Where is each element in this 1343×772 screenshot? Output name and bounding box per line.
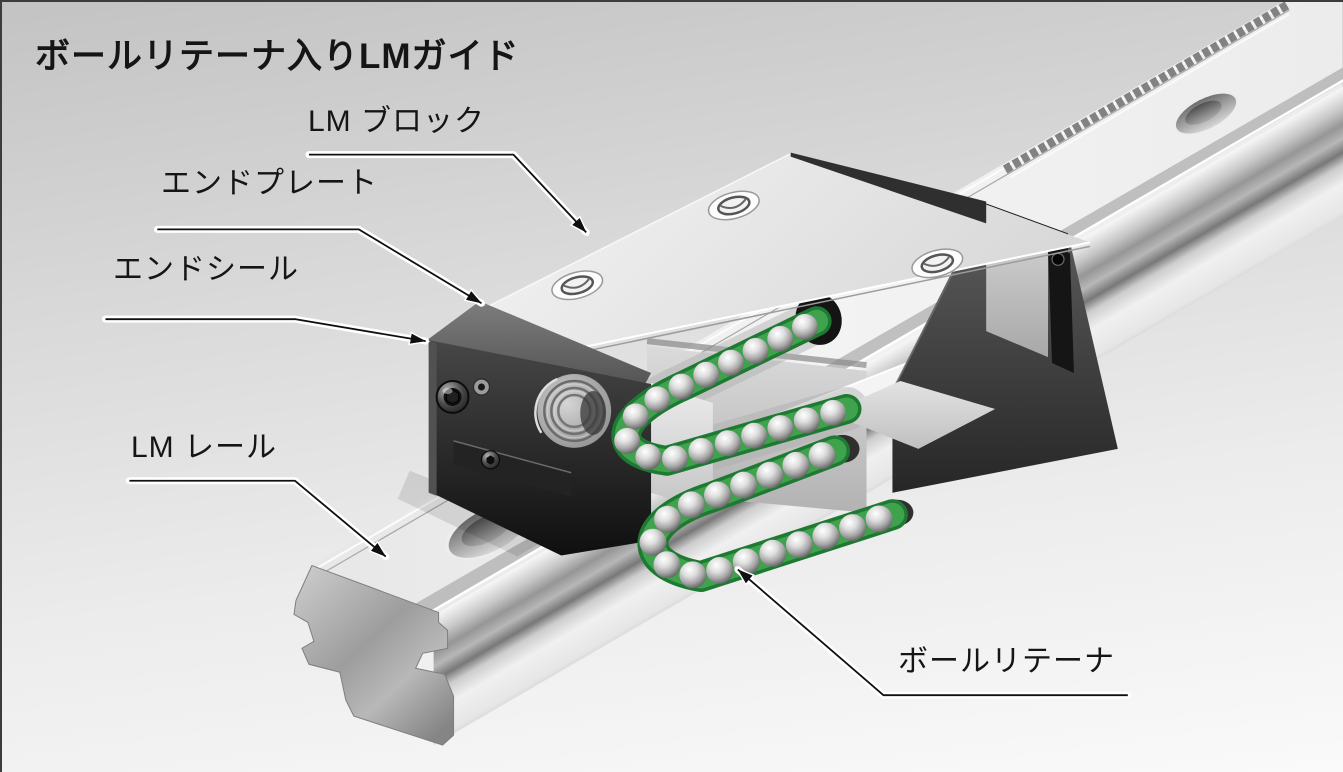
steel-ball <box>808 442 836 470</box>
steel-ball <box>759 539 787 567</box>
rail-back-chamfer <box>1002 2 1290 174</box>
steel-ball <box>635 443 662 470</box>
steel-ball <box>717 349 744 376</box>
steel-ball <box>614 427 641 454</box>
steel-ball <box>767 325 794 352</box>
steel-ball <box>668 373 695 400</box>
leader-lm-block <box>305 151 590 236</box>
block-top-rear-strip <box>790 152 987 224</box>
steel-ball <box>741 422 768 449</box>
block-cut-ledge <box>828 381 996 449</box>
steel-ball <box>653 551 681 579</box>
steel-ball <box>767 415 794 442</box>
steel-ball <box>622 403 649 430</box>
rail-mount-hole-far <box>1172 90 1239 135</box>
steel-ball <box>839 514 866 541</box>
steel-ball <box>704 481 731 509</box>
label-lm-rail: LM レール <box>131 431 278 464</box>
block-tap-hole-3 <box>911 248 964 279</box>
leader-end-plate <box>153 225 486 307</box>
leader-lm-rail <box>125 477 390 561</box>
steel-ball <box>639 528 667 556</box>
lower-ball-circuit <box>637 435 908 592</box>
steel-ball <box>706 556 734 584</box>
steel-ball <box>820 399 847 426</box>
steel-ball <box>662 445 688 472</box>
label-end-plate: エンドプレート <box>161 167 378 200</box>
steel-ball <box>688 437 715 464</box>
label-end-seal: エンドシール <box>113 253 299 286</box>
steel-ball <box>742 337 769 364</box>
steel-ball <box>785 531 813 559</box>
upper-ball-circuit <box>611 306 862 476</box>
leader-lines <box>101 151 1132 699</box>
leader-end-seal <box>101 315 431 346</box>
block-tap-hole-1 <box>551 270 604 301</box>
steel-ball <box>679 561 707 589</box>
steel-ball <box>756 461 784 489</box>
steel-ball <box>644 386 671 413</box>
label-ball-retainer: ボールリテーナ <box>898 645 1115 678</box>
end-plate-screw <box>435 380 470 414</box>
end-seal-screw-hole <box>1051 252 1065 266</box>
label-lm-block: LM ブロック <box>308 105 486 138</box>
grease-nipple-thread-hole <box>534 374 612 448</box>
steel-ball <box>812 522 840 550</box>
steel-ball <box>693 361 720 388</box>
end-plate-pilot-hole <box>472 378 491 396</box>
diagram-title: ボールリテーナ入りLMガイド <box>35 37 520 76</box>
steel-ball <box>654 505 681 533</box>
steel-ball <box>865 505 893 533</box>
ball-retainer-chains <box>611 306 908 592</box>
end-plate-top-bevel <box>425 301 652 387</box>
rail-end-face <box>293 564 455 746</box>
steel-ball <box>677 491 705 519</box>
steel-ball <box>782 451 810 479</box>
steel-ball <box>730 471 758 499</box>
steel-ball <box>714 430 741 457</box>
steel-ball <box>791 313 818 340</box>
end-seal-tab <box>453 440 572 497</box>
end-plate-graphic <box>425 301 652 556</box>
leader-ball-retainer <box>734 566 1132 699</box>
steel-ball <box>793 407 820 434</box>
block-tap-hole-2 <box>707 190 760 221</box>
